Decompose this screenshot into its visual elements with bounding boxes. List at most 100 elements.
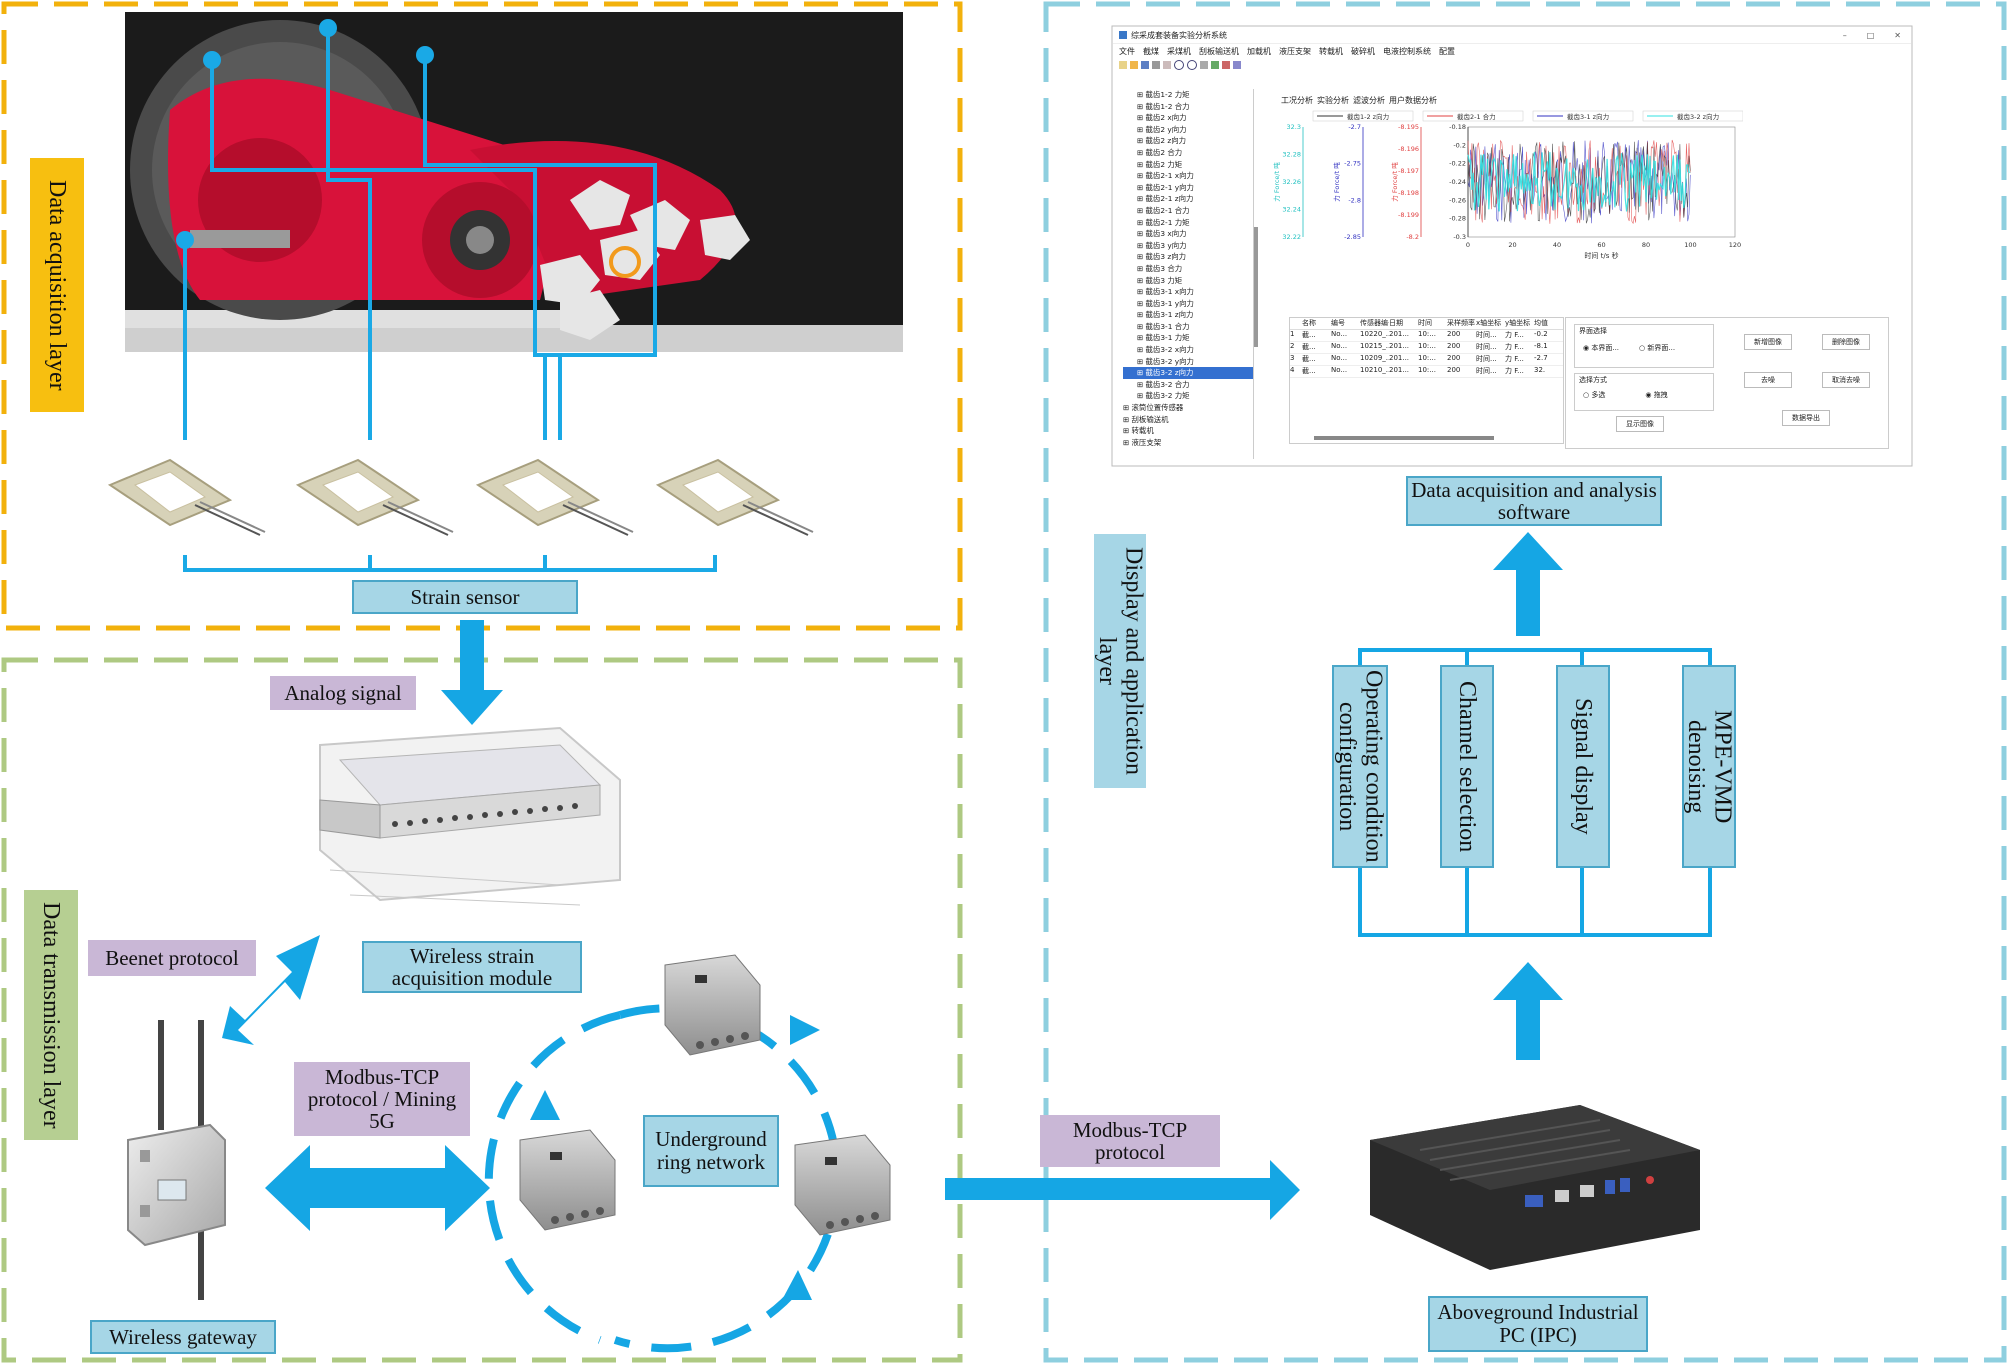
tree-item[interactable]: ⊞ 截齿2-1 合力 (1137, 205, 1190, 215)
tree-item[interactable]: ⊞ 截齿2-1 z向力 (1137, 194, 1194, 204)
zoom-out-icon[interactable] (1187, 60, 1197, 70)
new-icon[interactable] (1119, 61, 1127, 69)
y-tick-label: -2.7 (1348, 123, 1361, 131)
table-cell: 时间... (1476, 367, 1497, 375)
tree-item[interactable]: ⊞ 截齿2-1 y向力 (1137, 182, 1194, 192)
table-header-cell: 时间 (1418, 319, 1432, 327)
tree-item[interactable]: ⊞ 截齿2 力矩 (1137, 159, 1183, 169)
y-tick-label: 32.24 (1282, 206, 1301, 214)
zoom-in-icon[interactable] (1174, 60, 1184, 70)
tab-item[interactable]: 工况分析 (1281, 96, 1313, 105)
menu-item[interactable]: 刮板输送机 (1199, 46, 1239, 56)
x-tick-label: 20 (1508, 241, 1516, 249)
table-row[interactable]: 1截...No...10220_...201...10:...200时间...力… (1290, 330, 1563, 342)
menu-item[interactable]: 加载机 (1247, 46, 1271, 56)
tree-item[interactable]: ⊞ 液压支架 (1123, 437, 1162, 447)
table-cell: 截... (1302, 355, 1316, 363)
y-tick-label: -8.2 (1406, 233, 1419, 241)
y-tick-label: -2.75 (1344, 160, 1361, 168)
tree-item[interactable]: ⊞ 截齿3-2 y向力 (1137, 356, 1194, 366)
arrow-up-ipc (1493, 962, 1563, 1060)
show-image-button[interactable]: 显示图像 (1616, 416, 1664, 432)
table-header-cell: 日期 (1389, 319, 1403, 327)
tree-item[interactable]: ⊞ 转载机 (1123, 426, 1154, 436)
tree-item[interactable]: ⊞ 截齿2 x向力 (1137, 113, 1187, 123)
tree-item[interactable]: ⊞ 滚筒位置传感器 (1123, 403, 1184, 413)
tab-item[interactable]: 用户数据分析 (1389, 96, 1437, 105)
menu-item[interactable]: 液压支架 (1279, 46, 1311, 56)
menu-item[interactable]: 配置 (1439, 46, 1455, 56)
arrow-beenet (222, 935, 320, 1045)
tree-item[interactable]: ⊞ 截齿2 合力 (1137, 147, 1183, 157)
table-cell: 3 (1290, 354, 1295, 362)
radio-drag[interactable]: ◉ 拖拽 (1645, 391, 1668, 399)
signal-series (1467, 152, 1691, 212)
datatip-icon[interactable] (1211, 61, 1219, 69)
table-cell: 时间... (1476, 355, 1497, 363)
brush-icon[interactable] (1222, 61, 1230, 69)
table-cell: 32. (1534, 366, 1546, 374)
tree-item[interactable]: ⊞ 截齿3-1 y向力 (1137, 298, 1194, 308)
table-row[interactable]: 4截...No...10210_...201...10:...200时间...力… (1290, 366, 1563, 378)
tree-item[interactable]: ⊞ 截齿3-2 z向力 (1123, 367, 1253, 379)
tab-item[interactable]: 滤波分析 (1353, 96, 1385, 105)
modbus-tcp-label: Modbus-TCP protocol (1040, 1115, 1220, 1167)
table-header-cell: 编号 (1331, 319, 1345, 327)
legend-label: 截齿2-1 合力 (1457, 112, 1496, 121)
minimize-icon[interactable]: – (1842, 30, 1847, 40)
tree-item[interactable]: ⊞ 截齿3-1 z向力 (1137, 310, 1194, 320)
radio-new-interface[interactable]: ○ 新界面... (1639, 344, 1676, 352)
radio-current-interface[interactable]: ◉ 本界面... (1583, 344, 1620, 352)
table-scrollbar[interactable] (1314, 436, 1494, 440)
tree-item[interactable]: ⊞ 截齿2-1 x向力 (1137, 171, 1194, 181)
tree-item[interactable]: ⊞ 截齿3-1 x向力 (1137, 287, 1194, 297)
table-row[interactable]: 2截...No...10215_...201...10:...200时间...力… (1290, 342, 1563, 354)
cancel-denoise-button[interactable]: 取消去噪 (1822, 372, 1870, 388)
denoise-button[interactable]: 去噪 (1744, 372, 1792, 388)
open-icon[interactable] (1130, 61, 1138, 69)
link-icon[interactable] (1233, 61, 1241, 69)
menu-item[interactable]: 文件 (1119, 46, 1135, 56)
arrow-down-analog (441, 620, 503, 725)
tree-item[interactable]: ⊞ 截齿2 y向力 (1137, 124, 1187, 134)
export-data-button[interactable]: 数据导出 (1782, 410, 1830, 426)
tree-item[interactable]: ⊞ 截齿3-1 合力 (1137, 321, 1190, 331)
delete-image-button[interactable]: 删除图像 (1822, 334, 1870, 350)
radio-multi-select[interactable]: ○ 多选 (1583, 391, 1606, 399)
menu-item[interactable]: 破碎机 (1351, 46, 1375, 56)
table-cell: 201... (1389, 330, 1410, 338)
tree-item[interactable]: ⊞ 截齿3-1 力矩 (1137, 333, 1190, 343)
tree-item[interactable]: ⊞ 截齿3-2 x向力 (1137, 345, 1194, 355)
tree-item[interactable]: ⊞ 截齿2 z向力 (1137, 136, 1187, 146)
rotate-icon[interactable] (1200, 61, 1208, 69)
menu-item[interactable]: 截煤 (1143, 46, 1159, 56)
table-header-cell: x轴坐标 (1476, 319, 1502, 327)
tree-item[interactable]: ⊞ 截齿3 y向力 (1137, 240, 1187, 250)
tab-item[interactable]: 实验分析 (1317, 96, 1349, 105)
add-image-button[interactable]: 新增图像 (1744, 334, 1792, 350)
menu-item[interactable]: 采煤机 (1167, 46, 1191, 56)
tree-item[interactable]: ⊞ 刮板输送机 (1123, 414, 1169, 424)
y-tick-label: 32.28 (1282, 151, 1301, 159)
tree-item[interactable]: ⊞ 截齿3 合力 (1137, 263, 1183, 273)
table-cell: 10:... (1418, 366, 1436, 374)
tree-item[interactable]: ⊞ 截齿3-2 合力 (1137, 379, 1190, 389)
table-cell: -0.2 (1534, 330, 1548, 338)
tree-item[interactable]: ⊞ 截齿3-2 力矩 (1137, 391, 1190, 401)
print-icon[interactable] (1152, 61, 1160, 69)
maximize-icon[interactable]: □ (1866, 30, 1875, 40)
table-header-cell: y轴坐标 (1505, 319, 1531, 327)
tree-scrollbar[interactable] (1254, 227, 1258, 347)
pan-icon[interactable] (1163, 61, 1171, 69)
tree-item[interactable]: ⊞ 截齿1-2 力矩 (1137, 90, 1190, 99)
close-icon[interactable]: ✕ (1894, 30, 1901, 40)
table-row[interactable]: 3截...No...10209_...201...10:...200时间...力… (1290, 354, 1563, 366)
tree-item[interactable]: ⊞ 截齿1-2 合力 (1137, 101, 1190, 111)
menu-item[interactable]: 电液控制系统 (1383, 46, 1431, 56)
menu-item[interactable]: 转载机 (1319, 46, 1343, 56)
tree-item[interactable]: ⊞ 截齿2-1 力矩 (1137, 217, 1190, 227)
save-icon[interactable] (1141, 61, 1149, 69)
tree-item[interactable]: ⊞ 截齿3 z向力 (1137, 252, 1187, 262)
tree-item[interactable]: ⊞ 截齿3 x向力 (1137, 229, 1187, 239)
tree-item[interactable]: ⊞ 截齿3 力矩 (1137, 275, 1183, 285)
